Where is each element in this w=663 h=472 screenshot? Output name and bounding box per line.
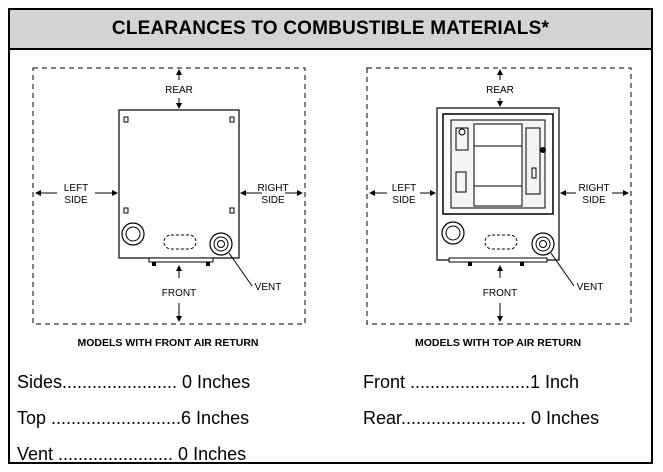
vent-leader <box>228 252 253 287</box>
spec-vent: Vent ....................... 0 Inches <box>17 444 247 464</box>
right-side-label-1: RIGHT <box>257 183 288 194</box>
vent-label: VENT <box>577 282 604 293</box>
vent-collar <box>209 232 233 256</box>
front-label: FRONT <box>162 288 196 299</box>
left-side-label-2: SIDE <box>392 195 416 206</box>
panel-title: CLEARANCES TO COMBUSTIBLE MATERIALS* <box>10 10 651 50</box>
vent-collar <box>531 232 555 256</box>
rear-label: REAR <box>486 85 514 96</box>
furnace-unit <box>436 107 560 266</box>
rear-label: REAR <box>165 85 193 96</box>
left-diagram-caption: MODELS WITH FRONT AIR RETURN <box>77 337 258 349</box>
diagram-front-air-return: REAR LEFT SIDE RIGHT SIDE FRONT VENT MOD… <box>32 67 306 349</box>
left-side-label-2: SIDE <box>64 195 88 206</box>
right-side-label-2: SIDE <box>582 195 606 206</box>
front-label: FRONT <box>483 288 517 299</box>
vent-label: VENT <box>255 282 282 293</box>
spec-sides: Sides....................... 0 Inches <box>17 372 251 392</box>
right-side-label-2: SIDE <box>261 195 285 206</box>
right-side-label-1: RIGHT <box>578 183 609 194</box>
vent-leader <box>550 252 575 287</box>
furnace-unit <box>118 109 240 266</box>
right-diagram-caption: MODELS WITH TOP AIR RETURN <box>415 337 581 349</box>
clearance-boundary <box>366 67 632 325</box>
left-side-label-1: LEFT <box>64 183 88 194</box>
spec-front: Front ........................1 Inch <box>363 372 580 392</box>
spec-top: Top ..........................6 Inches <box>17 408 250 428</box>
clearance-boundary <box>32 67 306 325</box>
diagram-top-air-return: REAR LEFT SIDE RIGHT SIDE FRONT VENT MOD… <box>366 67 632 349</box>
spec-rear: Rear......................... 0 Inches <box>363 408 600 428</box>
left-side-label-1: LEFT <box>392 183 416 194</box>
